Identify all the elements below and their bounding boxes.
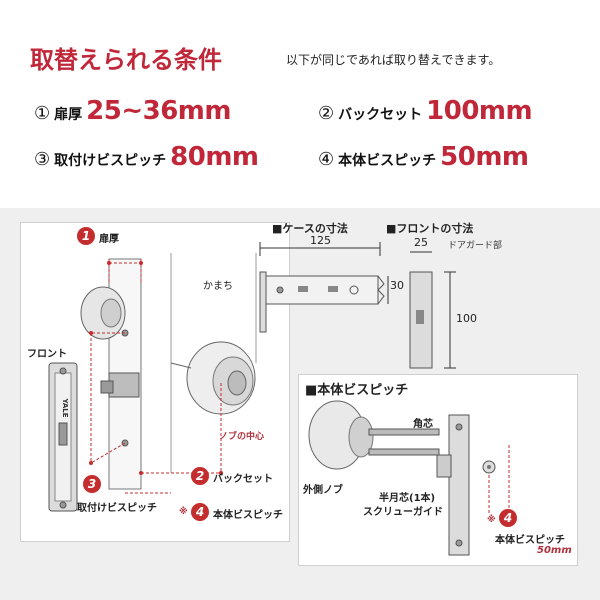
main-diagram-card: YALE 1 扉厚 かまち フロント ノブの中心 2 バックセット 3 取付けビ… — [20, 222, 290, 542]
half-moon-label: 半月芯(1本) — [379, 493, 436, 504]
condition-label: 扉厚 — [54, 107, 83, 123]
front-dims-title: ■フロントの寸法 — [386, 222, 474, 235]
body-pitch-value: 50mm — [537, 545, 572, 556]
condition-door-thickness: ① 扉厚 25~36mm — [34, 96, 231, 126]
screw-guide-label: スクリューガイド — [363, 507, 443, 518]
condition-value: 50mm — [440, 142, 529, 172]
mounting-pitch-label: 取付けビスピッチ — [77, 503, 157, 514]
condition-label: バックセット — [338, 107, 423, 123]
corner-bolt-label: 角芯 — [413, 419, 433, 430]
body-pitch-detail-label: 本体ビスピッチ — [495, 535, 565, 546]
page-subtitle: 以下が同じであれば取り替えできます。 — [286, 53, 501, 67]
condition-backset: ② バックセット 100mm — [318, 96, 533, 126]
condition-number: ① — [34, 103, 51, 124]
knob-center-label: ノブの中心 — [219, 432, 265, 442]
condition-value: 80mm — [170, 142, 259, 172]
front-plate-logo: YALE — [61, 397, 69, 417]
body-pitch-illustration — [308, 400, 510, 556]
asterisk-note: ※ — [487, 515, 496, 525]
body-pitch-title: ■本体ビスピッチ — [305, 383, 409, 398]
condition-mounting-pitch: ③ 取付けビスピッチ 80mm — [34, 142, 259, 172]
condition-number: ④ — [318, 149, 335, 170]
badge-1: 1 — [77, 227, 95, 245]
case-dims-drawing — [259, 242, 389, 333]
case-width: 125 — [310, 234, 331, 247]
badge-4: 4 — [499, 509, 517, 527]
front-dims-drawing — [409, 251, 456, 369]
condition-label: 取付けビスピッチ — [54, 153, 167, 169]
body-pitch-label: 本体ビスピッチ — [213, 510, 283, 521]
condition-body-pitch: ④ 本体ビスピッチ 50mm — [318, 142, 529, 172]
body-pitch-card: ■本体ビスピッチ 角芯 外側ノブ 半月芯(1本) スクリューガイド ※ 4 本体… — [298, 374, 578, 566]
front-width: 25 — [414, 236, 428, 249]
badge-4: 4 — [191, 503, 209, 521]
backset-label: バックセット — [213, 474, 273, 485]
case-dims-title: ■ケースの寸法 — [272, 222, 348, 235]
condition-number: ③ — [34, 149, 51, 170]
door-lock-illustration: YALE — [48, 253, 257, 512]
badge-3: 3 — [83, 475, 101, 493]
door-thickness-label: 扉厚 — [99, 234, 119, 245]
door-guard-label: ドアガード部 — [448, 241, 503, 251]
outer-knob-label: 外側ノブ — [303, 485, 343, 496]
condition-value: 25~36mm — [86, 96, 231, 126]
page-title: 取替えられる条件 — [30, 46, 222, 74]
case-height: 30 — [390, 279, 404, 292]
condition-label: 本体ビスピッチ — [338, 153, 437, 169]
badge-2: 2 — [191, 467, 209, 485]
condition-value: 100mm — [426, 96, 533, 126]
front-label: フロント — [27, 349, 67, 360]
front-height: 100 — [456, 312, 477, 325]
frame-label: かまち — [203, 281, 233, 292]
asterisk-note: ※ — [179, 507, 188, 517]
condition-number: ② — [318, 103, 335, 124]
